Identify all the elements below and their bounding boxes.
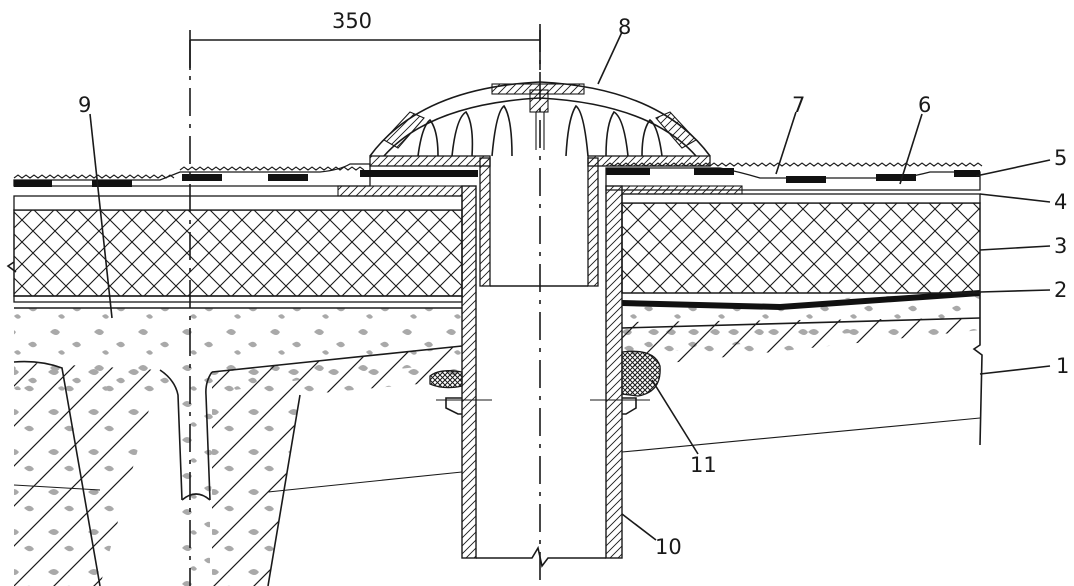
drain-pipe-wall-right <box>605 185 623 559</box>
dimension-350 <box>189 30 541 70</box>
callout-11: 11 <box>690 453 717 477</box>
callout-8: 8 <box>618 15 631 39</box>
callout-4: 4 <box>1054 190 1067 214</box>
drain-flange-right <box>587 155 711 167</box>
sealant-left <box>429 370 463 389</box>
flashing-right <box>621 185 743 195</box>
precast-rib-left-b <box>212 346 462 586</box>
callout-9: 9 <box>78 93 91 117</box>
callout-2: 2 <box>1054 278 1067 302</box>
insert-pipe-left <box>479 157 491 287</box>
membrane-strips-left <box>14 170 478 187</box>
insulation-right <box>621 202 981 294</box>
drain-flange-left <box>369 155 491 167</box>
drain-pipe-wall-left <box>461 185 477 559</box>
vapor-barrier-right <box>622 290 980 310</box>
strainer-ribs <box>417 104 663 157</box>
callout-7: 7 <box>792 93 805 117</box>
callout-5: 5 <box>1054 146 1067 170</box>
callout-3: 3 <box>1054 234 1067 258</box>
callout-1: 1 <box>1056 354 1069 378</box>
sealant-right <box>621 350 661 397</box>
insert-pipe-right <box>587 157 599 287</box>
insulation-left <box>13 209 463 297</box>
precast-rib-left-a <box>14 362 160 586</box>
precast-slab-right <box>622 318 980 368</box>
dimension-label: 350 <box>332 9 372 33</box>
leader-lines <box>89 31 1051 541</box>
screed-right <box>621 193 981 204</box>
screed-left <box>13 195 463 211</box>
flashing-left <box>337 185 463 197</box>
callout-6: 6 <box>918 93 931 117</box>
callout-10: 10 <box>655 535 682 559</box>
vapor-barrier-left <box>13 295 463 303</box>
membrane-strips-right <box>606 168 980 183</box>
